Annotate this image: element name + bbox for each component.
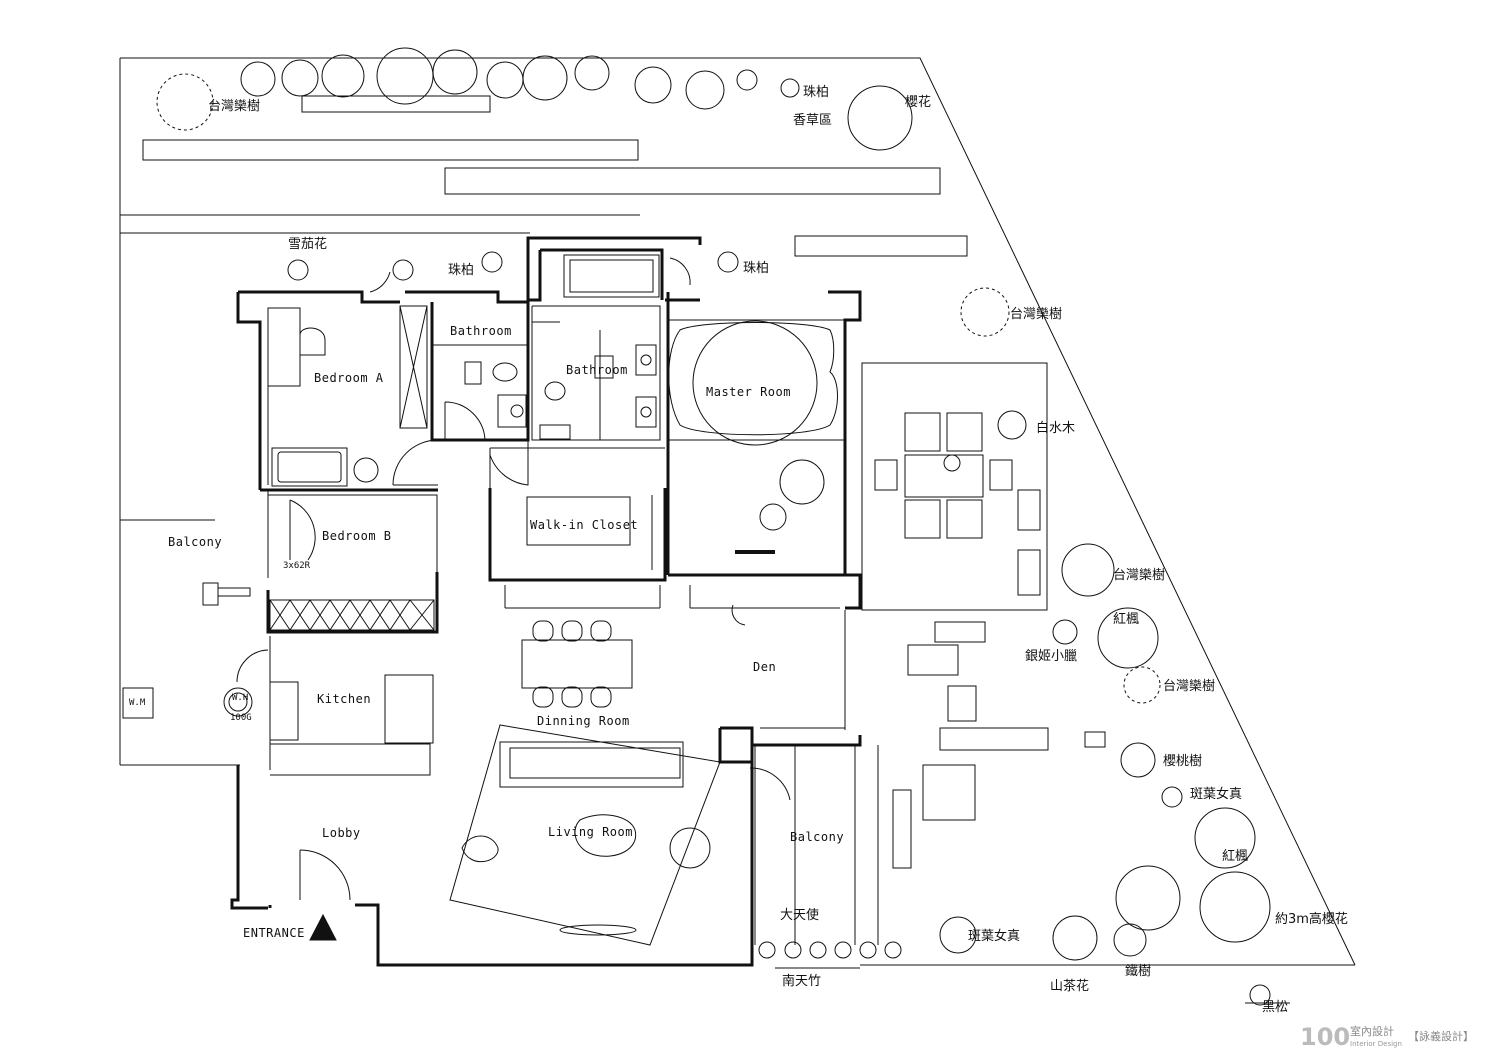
trees <box>156 73 1271 1006</box>
label-washing-machine: W.M <box>129 698 146 708</box>
room-label-balcony-west: Balcony <box>168 535 222 549</box>
plant-label-juniper-1: 珠柏 <box>803 85 829 100</box>
patio-furniture <box>861 362 1106 869</box>
watermark-sub: Interior Design <box>1350 1040 1402 1048</box>
plant-label-nandina: 南天竹 <box>782 973 821 989</box>
plant-label-taiwan-maple-2: 台灣欒樹 <box>1010 307 1062 322</box>
watermark: 100 室內設計 Interior Design 【詠義設計】 <box>1300 1023 1474 1051</box>
plant-label-taiwan-maple-4: 台灣欒樹 <box>1163 679 1215 694</box>
door-swings <box>236 257 791 901</box>
plant-label-silver-princess: 銀姬小臘 <box>1025 649 1077 664</box>
room-label-dining-room: Dinning Room <box>537 714 630 728</box>
shrub-row <box>758 941 902 959</box>
label-water-heater-capacity: 100G <box>230 713 252 723</box>
plant-label-taiwan-maple-3: 台灣欒樹 <box>1113 568 1165 583</box>
site-boundary <box>119 57 1356 966</box>
plant-label-juniper-3: 珠柏 <box>743 261 769 276</box>
leader-lines <box>775 967 1290 1004</box>
plant-label-cherry-1: 櫻花 <box>905 94 931 110</box>
room-label-bathroom-2: Bathroom <box>566 363 628 377</box>
storage-cabinets <box>269 599 435 631</box>
plant-label-white-water-wood: 白水木 <box>1036 420 1075 436</box>
master-bed <box>668 320 838 554</box>
room-label-master-room: Master Room <box>706 385 791 399</box>
plant-label-camellia: 山茶花 <box>1050 978 1089 994</box>
plant-label-red-maple-1: 紅楓 <box>1113 612 1139 627</box>
entrance-marker <box>309 913 337 941</box>
dining-set <box>521 620 633 708</box>
plant-label-juniper-2: 珠柏 <box>448 263 474 278</box>
room-label-bedroom-b: Bedroom B <box>322 529 392 543</box>
plant-label-taiwan-maple-1: 台灣欒樹 <box>208 99 260 114</box>
tree-row-top <box>240 47 800 110</box>
watermark-brand: 室內設計 <box>1350 1024 1394 1038</box>
room-label-den: Den <box>753 660 776 674</box>
plant-label-red-maple-2: 紅楓 <box>1222 849 1248 864</box>
watermark-number: 100 <box>1300 1023 1350 1051</box>
kitchen-fixtures <box>122 582 253 719</box>
bedroom-a-furniture <box>271 327 379 487</box>
interior-walls <box>267 305 879 945</box>
plant-label-gardenia: 雪茄花 <box>288 236 327 252</box>
planter-beds <box>142 95 968 257</box>
room-label-lobby: Lobby <box>322 826 361 840</box>
label-water-heater: W.H <box>232 693 248 703</box>
bathroom-fixtures <box>464 254 660 440</box>
room-label-kitchen: Kitchen <box>317 692 371 706</box>
plant-label-herb-area: 香草區 <box>793 113 832 128</box>
room-label-bathroom-1: Bathroom <box>450 324 512 338</box>
room-label-bedroom-a: Bedroom A <box>314 371 384 385</box>
room-label-walk-in-closet: Walk-in Closet <box>530 518 638 532</box>
room-label-living-room: Living Room <box>548 825 633 839</box>
plant-label-variegated-privet-1: 斑葉女真 <box>1190 786 1242 802</box>
plant-label-black-pine: 黑松 <box>1262 1000 1288 1015</box>
room-label-entrance: ENTRANCE <box>243 926 305 940</box>
room-label-balcony-south: Balcony <box>790 830 844 844</box>
living-room-furniture <box>449 724 721 946</box>
plant-label-variegated-privet-2: 斑葉女真 <box>968 928 1020 944</box>
plant-label-tall-cherry: 約3m高櫻花 <box>1275 911 1348 927</box>
exterior-walls <box>230 236 862 967</box>
plant-label-cycad: 鐵樹 <box>1125 963 1151 979</box>
plant-label-cherry-tree: 櫻桃樹 <box>1163 754 1202 769</box>
label-ladder: 3x62R <box>283 561 311 571</box>
plant-label-angel: 大天使 <box>780 907 819 923</box>
watermark-designer: 【詠義設計】 <box>1408 1029 1474 1043</box>
